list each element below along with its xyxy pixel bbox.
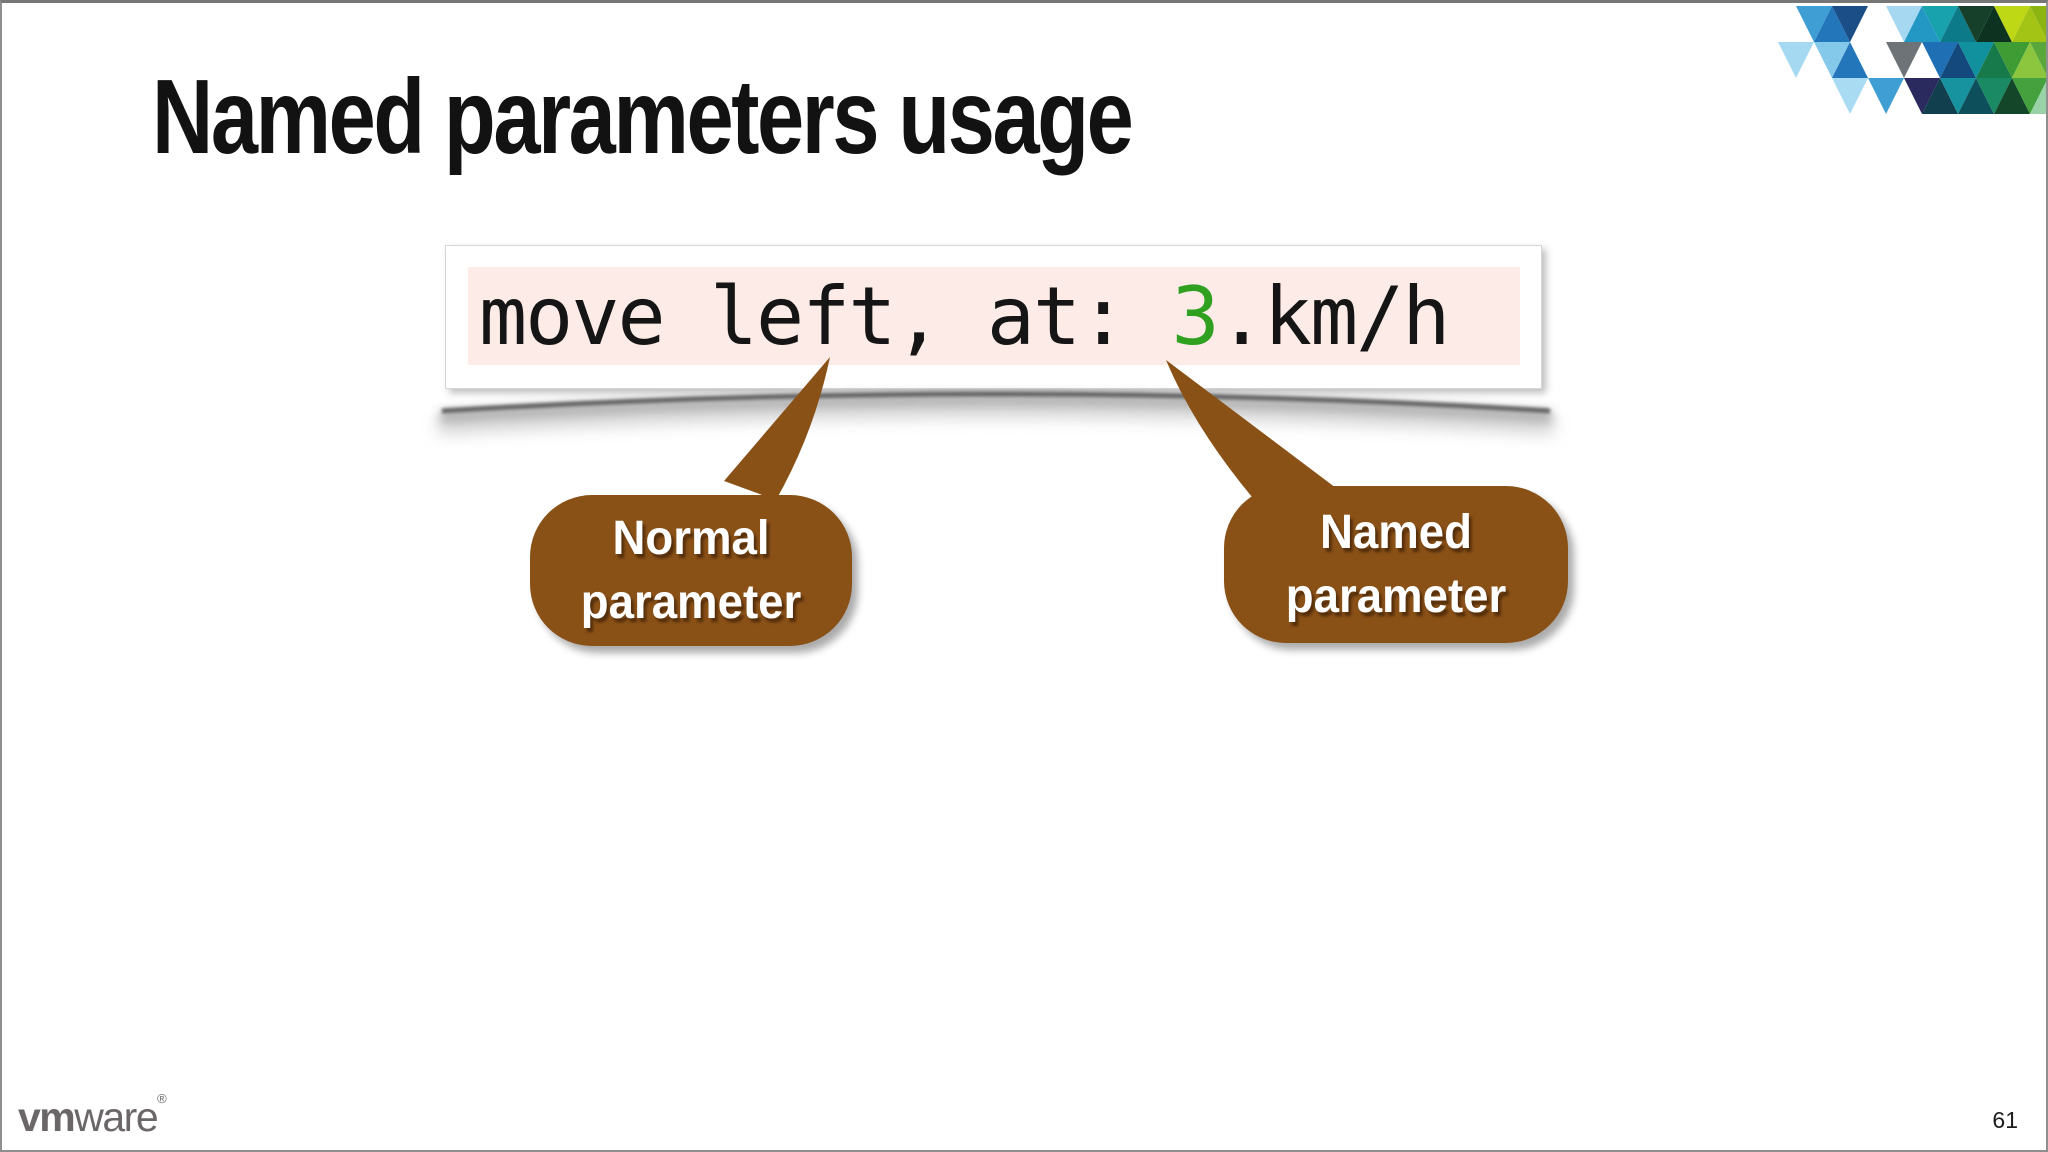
code-box: move left, at: 3.km/h (445, 245, 1542, 389)
named-parameter-line2: parameter (1285, 569, 1507, 623)
normal-parameter-label: Normal parameter (538, 507, 844, 635)
vmware-mosaic-logo (1778, 6, 2046, 114)
registered-trademark-symbol: ® (157, 1091, 167, 1106)
normal-parameter-line2: parameter (580, 575, 802, 629)
vmware-logo: vmware® (18, 1092, 167, 1138)
named-parameter-callout: Named parameter (1224, 486, 1568, 643)
page-title: Named parameters usage (152, 58, 1134, 176)
vmware-logo-bold-part: vm (18, 1094, 76, 1140)
code-highlight-area: move left, at: 3.km/h (468, 267, 1520, 365)
code-named-arg-value: 3 (1171, 269, 1219, 363)
normal-parameter-line1: Normal (612, 511, 770, 565)
normal-parameter-callout: Normal parameter (530, 495, 852, 646)
named-parameter-label: Named parameter (1233, 501, 1560, 629)
code-suffix: .km/h (1217, 269, 1451, 363)
vmware-logo-light-part: ware (74, 1094, 158, 1140)
code-prefix: move left, at: (479, 269, 1172, 363)
codebox-curl-shadow (437, 391, 1555, 434)
named-parameter-line1: Named (1319, 505, 1473, 559)
page-number: 61 (1992, 1107, 2018, 1133)
code-line: move left, at: 3.km/h (479, 269, 1451, 363)
